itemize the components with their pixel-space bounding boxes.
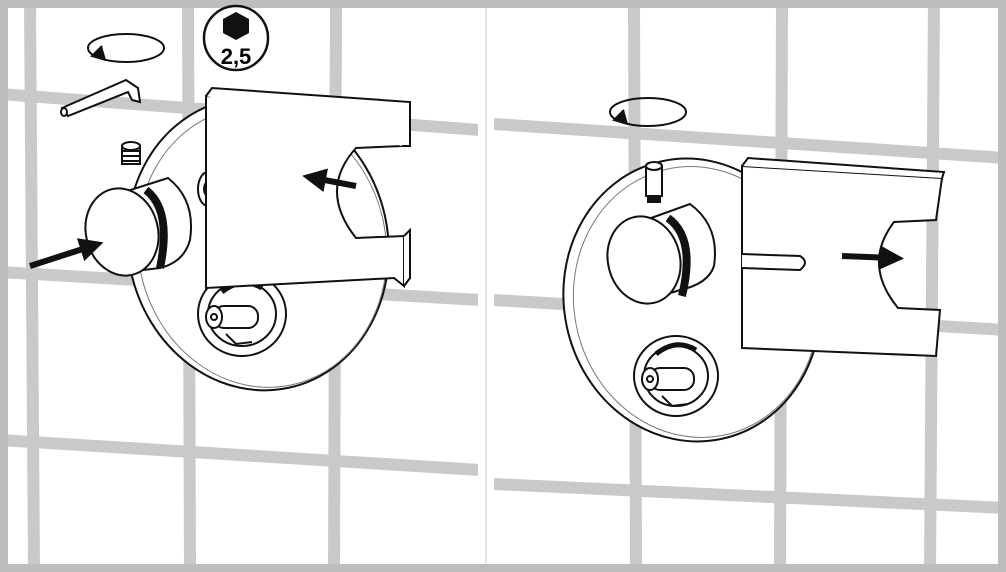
remove-arrow (842, 256, 892, 258)
diverter-spindle-right (634, 336, 718, 416)
set-screw-right (646, 162, 662, 202)
set-screw (122, 142, 140, 164)
hex-key-size-label: 2,5 (221, 44, 252, 69)
hex-key-size-badge: 2,5 (204, 6, 268, 70)
